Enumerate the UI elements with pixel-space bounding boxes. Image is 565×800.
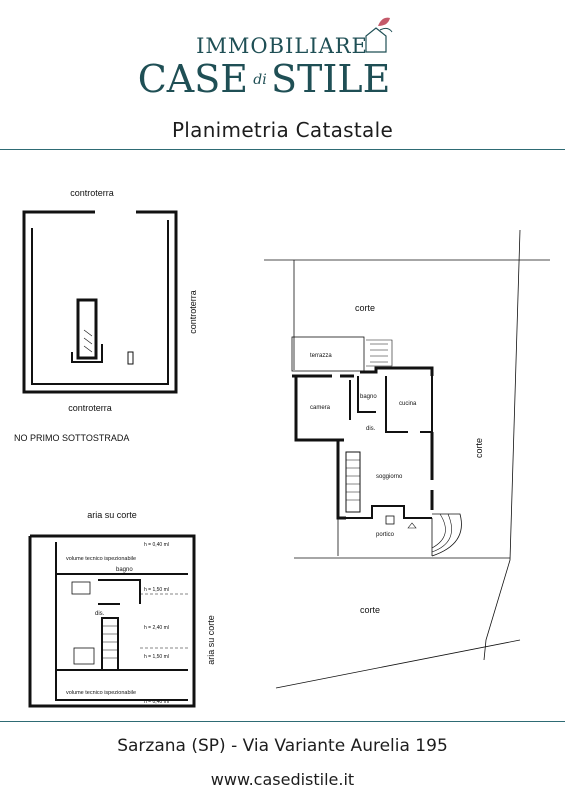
stair-shaft bbox=[76, 298, 98, 360]
ground-dis: dis. bbox=[366, 426, 376, 432]
house-icon bbox=[365, 27, 387, 53]
basement-plan: controterra controterra controterra NO P… bbox=[14, 188, 198, 443]
ground-corte-top: corte bbox=[355, 303, 375, 313]
ground-soggiorno: soggiorno bbox=[376, 474, 403, 480]
page-title: Planimetria Catastale bbox=[171, 118, 394, 142]
attic-right-label: aria su corte bbox=[206, 615, 216, 665]
divider-bottom bbox=[0, 721, 565, 722]
attic-h-bottom: h = 0,40 ml bbox=[144, 699, 169, 705]
footer-url[interactable]: www.casedistile.it bbox=[210, 770, 355, 789]
logo-line1: IMMOBILIARE bbox=[196, 34, 368, 58]
entrance-arrow-icon bbox=[407, 522, 417, 529]
ground-plan: corte corte corte terrazza camera bagno … bbox=[264, 229, 550, 689]
ground-terrazza: terrazza bbox=[310, 353, 332, 359]
ground-corte-bottom: corte bbox=[360, 605, 380, 615]
attic-top-label: aria su corte bbox=[87, 510, 137, 520]
floor-plan: controterra controterra controterra NO P… bbox=[14, 188, 550, 708]
attic-h-3: h = 1,50 ml bbox=[144, 654, 169, 660]
ground-cucina: cucina bbox=[399, 401, 417, 407]
attic-h-2: h = 2,40 ml bbox=[144, 625, 169, 631]
ground-corte-right: corte bbox=[474, 438, 484, 458]
divider-top bbox=[0, 149, 565, 150]
footer-address: Sarzana (SP) - Via Variante Aurelia 195 bbox=[117, 736, 448, 756]
flower-icon bbox=[378, 17, 393, 33]
attic-h-top: h = 0,40 ml bbox=[144, 542, 169, 548]
logo-word-stile: STILE bbox=[271, 57, 390, 101]
logo-word-case: CASE bbox=[138, 57, 248, 101]
basement-note: NO PRIMO SOTTOSTRADA bbox=[14, 433, 129, 443]
basement-bottom-label: controterra bbox=[68, 403, 112, 413]
attic-dis: dis. bbox=[95, 611, 105, 617]
logo-word-di: di bbox=[253, 72, 266, 88]
attic-bagno: bagno bbox=[116, 567, 133, 573]
brand-logo: IMMOBILIARE CASE di STILE bbox=[138, 17, 393, 101]
attic-vol-bottom: volume tecnico ispezionabile bbox=[66, 690, 136, 696]
attic-plan: aria su corte aria su corte volume tecni… bbox=[28, 510, 216, 708]
attic-h-1: h = 1,50 ml bbox=[144, 587, 169, 593]
attic-vol-top: volume tecnico ispezionabile bbox=[66, 556, 136, 562]
ground-camera: camera bbox=[310, 405, 331, 411]
basement-top-label: controterra bbox=[70, 188, 114, 198]
ground-bagno: bagno bbox=[360, 394, 377, 400]
ground-portico: portico bbox=[376, 532, 395, 538]
basement-right-label: controterra bbox=[188, 290, 198, 334]
